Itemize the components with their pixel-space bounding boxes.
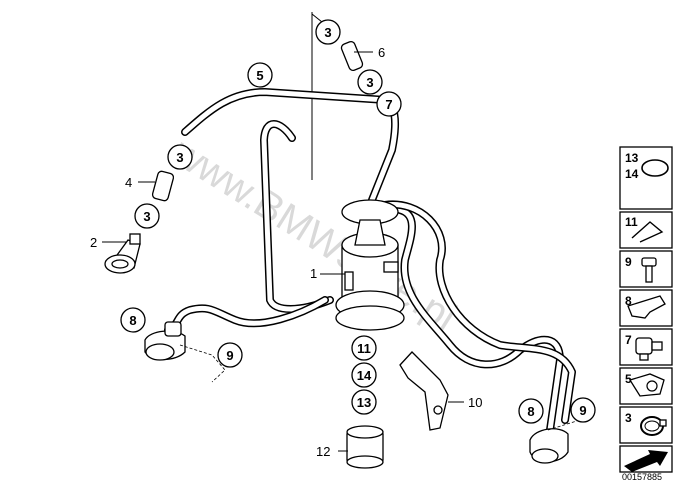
callout-3-b[interactable]: 3 bbox=[357, 69, 383, 95]
svg-text:9: 9 bbox=[226, 348, 233, 363]
svg-text:9: 9 bbox=[579, 403, 586, 418]
hose-lines bbox=[164, 88, 576, 434]
label-12[interactable]: 12 bbox=[316, 444, 330, 459]
label-6[interactable]: 6 bbox=[378, 45, 385, 60]
label-2[interactable]: 2 bbox=[90, 235, 97, 250]
callout-7[interactable]: 7 bbox=[376, 91, 402, 117]
svg-text:5: 5 bbox=[256, 68, 263, 83]
svg-text:3: 3 bbox=[176, 150, 183, 165]
legend-num-9: 9 bbox=[625, 255, 632, 269]
callout-13[interactable]: 13 bbox=[351, 389, 377, 415]
clip-wire-icon bbox=[631, 221, 664, 243]
valve-right-8 bbox=[529, 428, 569, 464]
screw-icon bbox=[641, 257, 657, 283]
svg-text:8: 8 bbox=[129, 313, 136, 328]
hose-piece-4 bbox=[151, 170, 175, 202]
svg-text:13: 13 bbox=[357, 395, 371, 410]
fuel-filter-1 bbox=[335, 199, 405, 331]
svg-text:3: 3 bbox=[366, 75, 373, 90]
o-ring-icon bbox=[641, 159, 669, 177]
elbow-icon bbox=[635, 337, 663, 361]
legend-num-3: 3 bbox=[625, 411, 632, 425]
svg-text:7: 7 bbox=[385, 97, 392, 112]
label-10[interactable]: 10 bbox=[468, 395, 482, 410]
svg-text:3: 3 bbox=[324, 25, 331, 40]
callout-14[interactable]: 14 bbox=[351, 362, 377, 388]
legend-cell-11[interactable] bbox=[619, 211, 673, 249]
callout-9-left[interactable]: 9 bbox=[217, 342, 243, 368]
legend-num-11: 11 bbox=[625, 215, 638, 229]
callout-11[interactable]: 11 bbox=[351, 335, 377, 361]
svg-text:11: 11 bbox=[357, 341, 371, 356]
legend-num-8: 8 bbox=[625, 294, 632, 308]
diagram-id: 00157885 bbox=[622, 472, 662, 482]
legend-num-14: 14 bbox=[625, 167, 639, 181]
callout-9-right[interactable]: 9 bbox=[570, 397, 596, 423]
connector-2 bbox=[104, 233, 141, 274]
callout-3-c[interactable]: 3 bbox=[167, 144, 193, 170]
arrow-icon bbox=[624, 450, 668, 472]
legend-num-5: 5 bbox=[625, 372, 632, 386]
hose-piece-6 bbox=[340, 40, 364, 72]
legend-panel: 13 14 11 9 8 7 5 3 bbox=[619, 146, 673, 473]
hose-clamp-icon bbox=[640, 416, 667, 436]
legend-num-7: 7 bbox=[625, 333, 632, 347]
callout-3-top[interactable]: 3 bbox=[315, 19, 341, 45]
valve-left-8 bbox=[144, 321, 186, 361]
svg-text:14: 14 bbox=[357, 368, 372, 383]
holder-icon bbox=[627, 295, 666, 319]
callout-8-right[interactable]: 8 bbox=[518, 398, 544, 424]
part-12 bbox=[346, 425, 384, 469]
legend-num-13: 13 bbox=[625, 151, 639, 165]
legend-cell-13-14[interactable] bbox=[619, 146, 673, 210]
clamp-holder-icon bbox=[628, 373, 665, 397]
label-4[interactable]: 4 bbox=[125, 175, 132, 190]
callout-3-d[interactable]: 3 bbox=[134, 203, 160, 229]
svg-text:3: 3 bbox=[143, 209, 150, 224]
bracket-10 bbox=[399, 351, 449, 431]
label-1[interactable]: 1 bbox=[310, 266, 317, 281]
svg-text:8: 8 bbox=[527, 404, 534, 419]
callout-5[interactable]: 5 bbox=[247, 62, 273, 88]
callout-8-left[interactable]: 8 bbox=[120, 307, 146, 333]
